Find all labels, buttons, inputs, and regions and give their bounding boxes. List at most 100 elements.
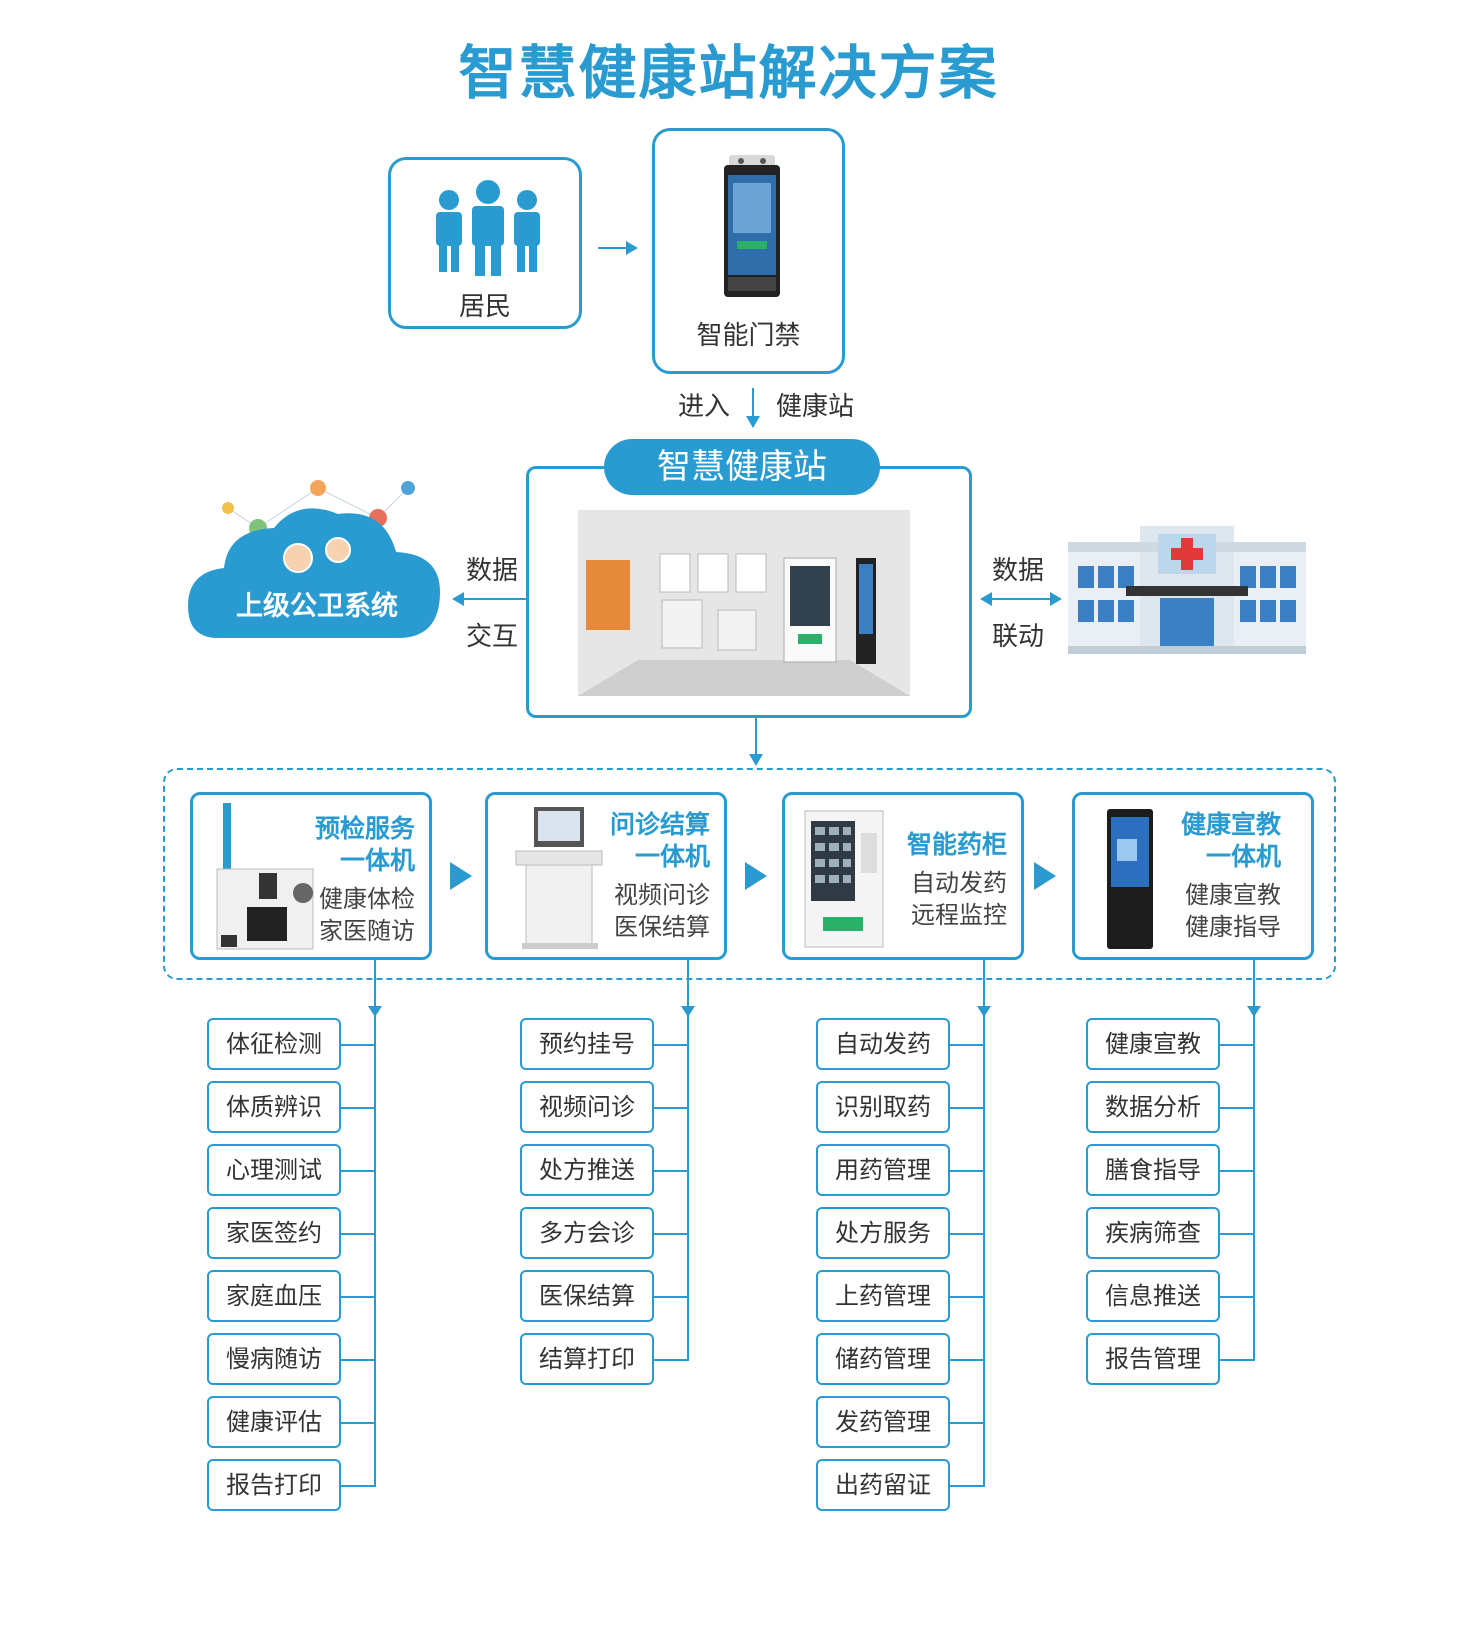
- feature-item: 心理测试: [207, 1144, 341, 1196]
- smart-station-title: 智慧健康站: [604, 439, 880, 495]
- device-title-1: 健康宣教: [1180, 810, 1281, 839]
- feature-connector: [341, 1485, 376, 1487]
- arrow-residents-to-gate: [598, 247, 628, 249]
- feature-connector: [654, 1359, 689, 1361]
- feature-connector: [654, 1170, 689, 1172]
- arrow-station-to-hospital: [990, 598, 1050, 600]
- feature-connector: [950, 1422, 985, 1424]
- feature-item: 报告管理: [1086, 1333, 1220, 1385]
- enter-left-text: 进入: [678, 392, 731, 422]
- feature-item: 结算打印: [520, 1333, 654, 1385]
- feature-connector: [341, 1233, 376, 1235]
- device-sub-1: 视频问诊: [614, 881, 710, 909]
- device-title-1: 问诊结算: [609, 810, 710, 839]
- feature-item: 信息推送: [1086, 1270, 1220, 1322]
- arrow-head-icon: [1247, 1006, 1261, 1017]
- device-group: [163, 768, 1336, 980]
- feature-item: 医保结算: [520, 1270, 654, 1322]
- feature-connector: [654, 1044, 689, 1046]
- consult-terminal-icon: [515, 807, 603, 949]
- public-health-system-label: 上级公卫系统: [236, 591, 398, 622]
- smart-gate-box: 智能门禁: [652, 128, 845, 374]
- arrow-station-to-cloud: [460, 598, 526, 600]
- arrow-head-icon: [368, 1006, 382, 1017]
- feature-connector: [654, 1296, 689, 1298]
- arrow-head-left-icon: [980, 592, 992, 606]
- feature-item: 处方推送: [520, 1144, 654, 1196]
- feature-item: 发药管理: [816, 1396, 950, 1448]
- residents-label: 居民: [458, 292, 511, 322]
- feature-item: 视频问诊: [520, 1081, 654, 1133]
- feature-connector: [1220, 1170, 1255, 1172]
- feature-item: 处方服务: [816, 1207, 950, 1259]
- feature-connector: [1220, 1044, 1255, 1046]
- feature-item: 用药管理: [816, 1144, 950, 1196]
- chevron-right-icon: [1034, 862, 1056, 890]
- data-interaction-top-text: 数据: [466, 556, 519, 586]
- data-interaction-bottom-text: 交互: [466, 622, 519, 652]
- arrow-head-icon: [626, 241, 638, 255]
- arrow-head-icon: [977, 1006, 991, 1017]
- feature-connector: [950, 1170, 985, 1172]
- feature-item: 膳食指导: [1086, 1144, 1220, 1196]
- device-card-education: 健康宣教 一体机 健康宣教 健康指导: [1072, 792, 1314, 960]
- precheck-kiosk-icon: [216, 803, 314, 950]
- feature-tree-line: [1253, 960, 1255, 1359]
- device-title-2: 一体机: [339, 846, 415, 875]
- feature-item: 预约挂号: [520, 1018, 654, 1070]
- arrow-head-icon: [749, 754, 763, 766]
- device-card-consult: 问诊结算 一体机 视频问诊 医保结算: [485, 792, 727, 960]
- feature-tree-line: [983, 960, 985, 1485]
- feature-item: 多方会诊: [520, 1207, 654, 1259]
- arrow-station-to-devices: [755, 718, 757, 758]
- device-sub-2: 远程监控: [911, 901, 1007, 929]
- arrow-head-icon: [746, 416, 760, 428]
- feature-item: 健康评估: [207, 1396, 341, 1448]
- feature-item: 报告打印: [207, 1459, 341, 1511]
- feature-connector: [654, 1233, 689, 1235]
- feature-item: 家庭血压: [207, 1270, 341, 1322]
- arrow-gate-to-station: [752, 388, 754, 418]
- feature-item: 自动发药: [816, 1018, 950, 1070]
- cloud-network-icon: [188, 480, 440, 638]
- feature-connector: [950, 1485, 985, 1487]
- feature-connector: [1220, 1296, 1255, 1298]
- face-gate-device-icon: [724, 155, 780, 297]
- device-sub-2: 医保结算: [614, 913, 710, 941]
- feature-connector: [341, 1422, 376, 1424]
- chevron-right-icon: [450, 862, 472, 890]
- feature-item: 储药管理: [816, 1333, 950, 1385]
- feature-item: 疾病筛查: [1086, 1207, 1220, 1259]
- feature-connector: [1220, 1359, 1255, 1361]
- feature-connector: [341, 1107, 376, 1109]
- feature-connector: [950, 1359, 985, 1361]
- feature-connector: [950, 1296, 985, 1298]
- feature-tree-line: [687, 960, 689, 1359]
- feature-item: 上药管理: [816, 1270, 950, 1322]
- device-title-2: 一体机: [634, 842, 710, 871]
- feature-connector: [341, 1170, 376, 1172]
- feature-item: 体征检测: [207, 1018, 341, 1070]
- feature-connector: [1220, 1107, 1255, 1109]
- feature-item: 出药留证: [816, 1459, 950, 1511]
- hospital-icon: [1068, 526, 1306, 654]
- feature-connector: [341, 1359, 376, 1361]
- arrow-head-icon: [681, 1006, 695, 1017]
- feature-connector: [341, 1044, 376, 1046]
- residents-box: 居民: [388, 157, 582, 329]
- device-sub-1: 自动发药: [911, 869, 1007, 897]
- enter-right-text: 健康站: [776, 392, 855, 422]
- station-photo: [578, 510, 910, 696]
- device-sub-2: 健康指导: [1185, 913, 1281, 941]
- arrow-head-icon: [452, 592, 464, 606]
- data-linkage-bottom-text: 联动: [992, 622, 1045, 652]
- device-card-pharmacy: 智能药柜 自动发药 远程监控: [782, 792, 1024, 960]
- data-linkage-top-text: 数据: [992, 556, 1045, 586]
- device-title-1: 智能药柜: [906, 830, 1007, 859]
- people-icon: [436, 180, 540, 276]
- feature-item: 家医签约: [207, 1207, 341, 1259]
- feature-tree-line: [374, 960, 376, 1485]
- education-screen-icon: [1107, 809, 1153, 949]
- device-card-precheck: 预检服务 一体机 健康体检 家医随访: [190, 792, 432, 960]
- feature-connector: [341, 1296, 376, 1298]
